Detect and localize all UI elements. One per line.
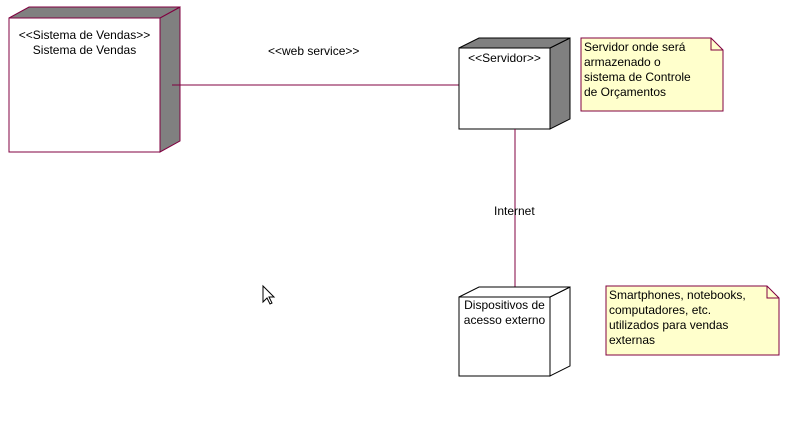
node-stereotype-vendas: <<Sistema de Vendas>> (18, 28, 151, 42)
connector-label-web-service: <<web service>> (268, 44, 360, 58)
note-line: computadores, etc. (609, 303, 712, 317)
node-stereotype-servidor: <<Servidor>> (468, 51, 541, 65)
node-name-dispositivos-line2: acesso externo (463, 313, 546, 327)
note-servidor-text: Servidor onde será armazenado o sistema … (584, 40, 691, 100)
node-top-face (8, 6, 181, 19)
note-dispositivos-text: Smartphones, notebooks, computadores, et… (609, 288, 746, 348)
node-sistema-de-vendas[interactable] (8, 6, 181, 153)
note-fold (766, 286, 779, 299)
note-line: armazenado o (584, 55, 661, 69)
note-line: utilizados para vendas (609, 318, 729, 332)
note-line: sistema de Controle (584, 70, 691, 84)
note-servidor[interactable] (580, 37, 724, 112)
note-line: Servidor onde será (584, 40, 686, 54)
node-dispositivos[interactable] (458, 286, 571, 377)
node-side-face (549, 286, 571, 377)
note-dispositivos[interactable] (605, 285, 780, 356)
node-name-dispositivos-line1: Dispositivos de (464, 298, 545, 312)
node-top-face (458, 37, 571, 49)
note-line: externas (609, 333, 656, 347)
node-servidor[interactable] (458, 37, 571, 130)
node-side-face (549, 37, 571, 130)
node-front-face (8, 17, 161, 153)
node-top-face (458, 286, 571, 298)
connector-label-internet: Internet (494, 204, 535, 218)
node-front-face (458, 47, 551, 130)
note-body (580, 37, 724, 112)
note-fold (710, 38, 723, 51)
mouse-cursor-icon (262, 284, 276, 305)
note-line: Smartphones, notebooks, (609, 288, 746, 302)
node-name-vendas: Sistema de Vendas (32, 43, 137, 57)
node-front-face (458, 296, 551, 377)
note-body (605, 285, 780, 356)
note-line: de Orçamentos (584, 85, 667, 99)
